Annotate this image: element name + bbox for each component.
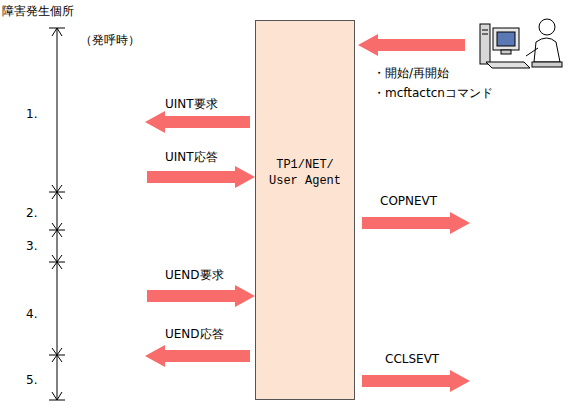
signal-name: UINT応答: [165, 150, 218, 164]
trigger-note: ・mcftactcnコマンド: [373, 86, 493, 100]
axis-ticks: [49, 185, 65, 362]
callout-number: 3.: [26, 239, 37, 253]
callout-number: 1.: [26, 107, 37, 121]
callout-number: 4.: [26, 307, 37, 321]
signal-name: UEND要求: [165, 268, 224, 282]
callout-number: 5.: [26, 373, 37, 387]
signal-name: COPNEVT: [380, 194, 437, 208]
condition-note: （発呼時）: [80, 33, 140, 47]
heading: 障害発生個所: [2, 4, 74, 18]
operator-icon: [480, 19, 562, 68]
process-box: TP1/NET/ User Agent: [255, 20, 355, 400]
time-axis: [49, 28, 65, 400]
callout-number: 2.: [26, 206, 37, 220]
signal-name: UINT要求: [165, 97, 218, 111]
box-label: TP1/NET/ User Agent: [266, 157, 344, 189]
trigger-note: ・開始/再開始: [373, 66, 449, 80]
signal-name: CCLSEVT: [385, 352, 439, 366]
signal-name: UEND応答: [165, 327, 224, 341]
